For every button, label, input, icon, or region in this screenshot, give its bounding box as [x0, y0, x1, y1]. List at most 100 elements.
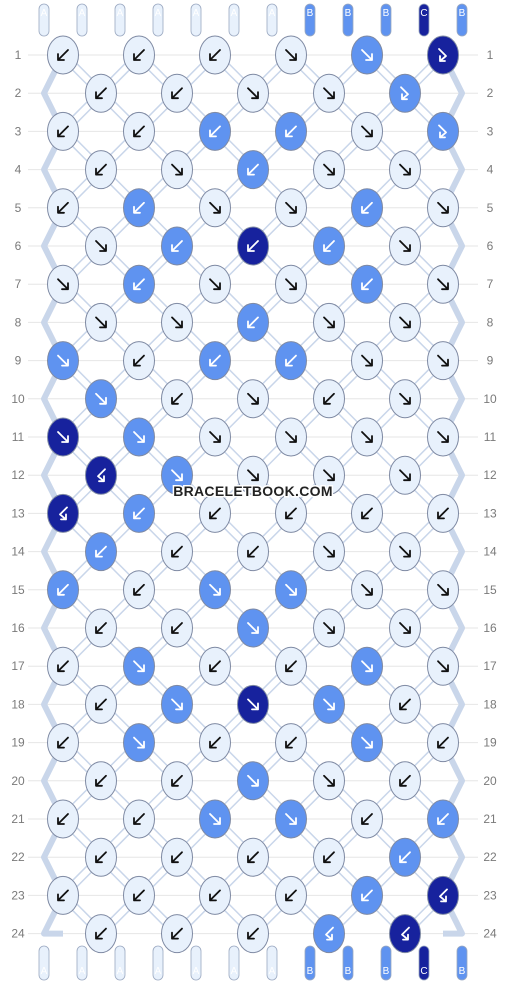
knot-12-4[interactable]: [313, 455, 345, 495]
knot-5-4[interactable]: [275, 188, 307, 228]
knot-13-6[interactable]: [427, 493, 459, 533]
knot-10-2[interactable]: [161, 379, 193, 419]
knot-21-4[interactable]: [275, 799, 307, 839]
knot-7-5[interactable]: [351, 264, 383, 304]
knot-23-5[interactable]: [351, 875, 383, 915]
knot-2-2[interactable]: [161, 73, 193, 113]
knot-2-1[interactable]: [85, 73, 117, 113]
knot-17-5[interactable]: [351, 646, 383, 686]
knot-6-2[interactable]: [161, 226, 193, 266]
knot-4-5[interactable]: [389, 150, 421, 190]
knot-14-5[interactable]: [389, 532, 421, 572]
knot-18-2[interactable]: [161, 684, 193, 724]
knot-3-2[interactable]: [123, 111, 155, 151]
knot-5-5[interactable]: [351, 188, 383, 228]
knot-9-1[interactable]: [47, 341, 79, 381]
knot-15-3[interactable]: [199, 570, 231, 610]
knot-6-4[interactable]: [313, 226, 345, 266]
knot-20-2[interactable]: [161, 761, 193, 801]
knot-15-1[interactable]: [47, 570, 79, 610]
knot-3-1[interactable]: [47, 111, 79, 151]
knot-17-6[interactable]: [427, 646, 459, 686]
knot-4-1[interactable]: [85, 150, 117, 190]
knot-7-4[interactable]: [275, 264, 307, 304]
knot-21-2[interactable]: [123, 799, 155, 839]
knot-8-5[interactable]: [389, 302, 421, 342]
knot-16-4[interactable]: [313, 608, 345, 648]
knot-7-2[interactable]: [123, 264, 155, 304]
knot-11-4[interactable]: [275, 417, 307, 457]
knot-23-6[interactable]: [427, 875, 459, 915]
knot-4-3[interactable]: [237, 150, 269, 190]
knot-3-3[interactable]: [199, 111, 231, 151]
knot-13-1[interactable]: [47, 493, 79, 533]
knot-17-4[interactable]: [275, 646, 307, 686]
knot-24-5[interactable]: [389, 914, 421, 954]
knot-19-3[interactable]: [199, 723, 231, 763]
knot-22-1[interactable]: [85, 837, 117, 877]
knot-20-1[interactable]: [85, 761, 117, 801]
knot-14-2[interactable]: [161, 532, 193, 572]
knot-13-4[interactable]: [275, 493, 307, 533]
knot-2-3[interactable]: [237, 73, 269, 113]
knot-1-3[interactable]: [199, 35, 231, 75]
knot-8-4[interactable]: [313, 302, 345, 342]
knot-23-2[interactable]: [123, 875, 155, 915]
knot-5-1[interactable]: [47, 188, 79, 228]
knot-3-5[interactable]: [351, 111, 383, 151]
knot-24-4[interactable]: [313, 914, 345, 954]
knot-24-2[interactable]: [161, 914, 193, 954]
knot-15-6[interactable]: [427, 570, 459, 610]
knot-22-3[interactable]: [237, 837, 269, 877]
knot-19-6[interactable]: [427, 723, 459, 763]
knot-11-2[interactable]: [123, 417, 155, 457]
knot-17-1[interactable]: [47, 646, 79, 686]
knot-17-3[interactable]: [199, 646, 231, 686]
knot-6-1[interactable]: [85, 226, 117, 266]
knot-1-1[interactable]: [47, 35, 79, 75]
knot-21-3[interactable]: [199, 799, 231, 839]
knot-6-3[interactable]: [237, 226, 269, 266]
knot-11-3[interactable]: [199, 417, 231, 457]
knot-10-4[interactable]: [313, 379, 345, 419]
knot-17-2[interactable]: [123, 646, 155, 686]
knot-13-5[interactable]: [351, 493, 383, 533]
knot-6-5[interactable]: [389, 226, 421, 266]
knot-7-6[interactable]: [427, 264, 459, 304]
knot-19-1[interactable]: [47, 723, 79, 763]
knot-11-6[interactable]: [427, 417, 459, 457]
knot-16-5[interactable]: [389, 608, 421, 648]
knot-21-6[interactable]: [427, 799, 459, 839]
knot-18-4[interactable]: [313, 684, 345, 724]
knot-24-3[interactable]: [237, 914, 269, 954]
knot-20-3[interactable]: [237, 761, 269, 801]
knot-16-3[interactable]: [237, 608, 269, 648]
knot-11-1[interactable]: [47, 417, 79, 457]
knot-13-2[interactable]: [123, 493, 155, 533]
knot-18-1[interactable]: [85, 684, 117, 724]
knot-20-5[interactable]: [389, 761, 421, 801]
knot-21-5[interactable]: [351, 799, 383, 839]
knot-14-3[interactable]: [237, 532, 269, 572]
knot-5-2[interactable]: [123, 188, 155, 228]
knot-1-6[interactable]: [427, 35, 459, 75]
knot-12-2[interactable]: [161, 455, 193, 495]
knot-11-5[interactable]: [351, 417, 383, 457]
knot-15-2[interactable]: [123, 570, 155, 610]
knot-8-3[interactable]: [237, 302, 269, 342]
knot-10-1[interactable]: [85, 379, 117, 419]
knot-5-3[interactable]: [199, 188, 231, 228]
knot-12-5[interactable]: [389, 455, 421, 495]
knot-3-4[interactable]: [275, 111, 307, 151]
knot-19-5[interactable]: [351, 723, 383, 763]
knot-15-4[interactable]: [275, 570, 307, 610]
knot-2-5[interactable]: [389, 73, 421, 113]
knot-12-1[interactable]: [85, 455, 117, 495]
knot-20-4[interactable]: [313, 761, 345, 801]
knot-23-4[interactable]: [275, 875, 307, 915]
knot-9-6[interactable]: [427, 341, 459, 381]
knot-12-3[interactable]: [237, 455, 269, 495]
knot-9-3[interactable]: [199, 341, 231, 381]
knot-24-1[interactable]: [85, 914, 117, 954]
knot-13-3[interactable]: [199, 493, 231, 533]
